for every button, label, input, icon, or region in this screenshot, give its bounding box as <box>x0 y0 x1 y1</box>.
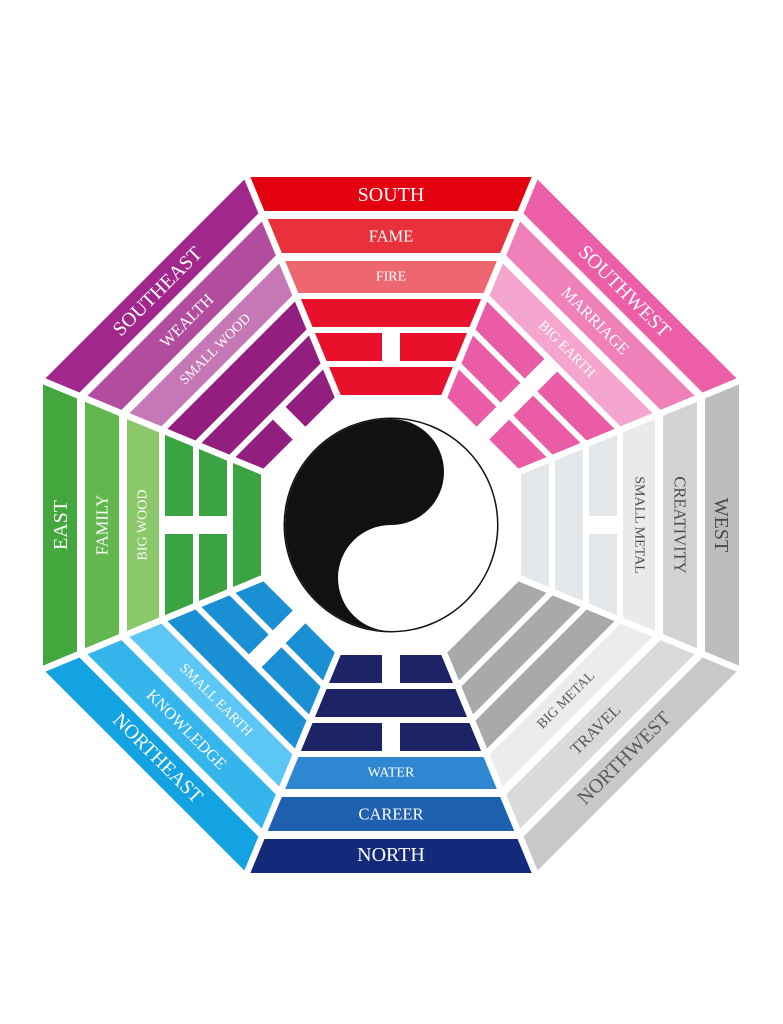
southwest-trigram-line-2-a <box>461 335 521 403</box>
south-label-3: FIRE <box>376 270 406 285</box>
southeast-band-3 <box>129 263 293 427</box>
east-trigram-line-1-a <box>165 534 193 616</box>
south-band-3 <box>285 261 497 293</box>
west-label-2: CREATIVITY <box>671 476 690 573</box>
southwest-band-3 <box>489 263 653 427</box>
east-label-3: BIG WOOD <box>136 490 151 561</box>
north-trigram-line-1-a <box>400 723 482 751</box>
north-trigram-line-3-b <box>329 655 382 683</box>
west-label-3: SMALL METAL <box>632 476 647 574</box>
east-trigram-line-3 <box>233 463 261 587</box>
north-label-1: NORTH <box>357 844 425 866</box>
sector-east: EAST FAMILY BIG WOOD <box>43 384 261 666</box>
northeast-band-1 <box>45 657 259 871</box>
west-label-1: WEST <box>710 498 732 552</box>
southeast-trigram-line-2 <box>201 335 321 455</box>
northeast-band-2 <box>87 640 276 829</box>
southwest-trigram-line-2-b <box>513 395 581 455</box>
south-label-1: SOUTH <box>358 184 425 206</box>
east-trigram-line-2-b <box>199 448 227 516</box>
southeast-band-2 <box>87 221 276 410</box>
north-band-2 <box>267 797 515 831</box>
southeast-trigram-line-1 <box>167 301 307 441</box>
east-trigram-line-1-b <box>165 434 193 516</box>
south-trigram-line-2-b <box>400 333 468 361</box>
east-label-2: FAMILY <box>93 495 112 555</box>
west-trigram-line-3 <box>521 463 549 587</box>
southwest-band-1 <box>523 179 737 393</box>
east-band-2 <box>85 401 119 649</box>
south-trigram-line-2-a <box>314 333 382 361</box>
yin-yang-light-dot <box>375 562 407 594</box>
south-trigram-line-3 <box>329 367 453 395</box>
yin-yang-dark-dot <box>375 456 407 488</box>
northeast-trigram-line-3-a <box>285 623 335 681</box>
southeast-band-1 <box>45 179 259 393</box>
west-trigram-line-1-b <box>589 534 617 616</box>
north-band-1 <box>250 839 532 873</box>
southwest-trigram-line-1-a <box>475 301 545 379</box>
northwest-band-1 <box>523 657 737 871</box>
sector-south: SOUTH FAME FIRE <box>250 177 532 395</box>
west-trigram-line-2 <box>555 448 583 602</box>
north-trigram-line-2 <box>314 689 468 717</box>
north-label-2: CAREER <box>358 805 423 824</box>
west-band-1 <box>705 384 739 666</box>
east-trigram-line-2-a <box>199 534 227 602</box>
west-band-2 <box>663 401 697 649</box>
east-band-1 <box>43 384 77 666</box>
west-band-3 <box>623 419 655 631</box>
north-trigram-line-3-a <box>400 655 453 683</box>
northwest-band-3 <box>489 623 653 787</box>
northwest-trigram-line-3 <box>447 581 547 681</box>
northeast-trigram-line-1 <box>167 609 307 749</box>
north-label-3: WATER <box>368 766 415 781</box>
south-label-2: FAME <box>369 227 414 246</box>
south-band-2 <box>267 219 515 253</box>
north-trigram-line-1-b <box>300 723 382 751</box>
southwest-trigram-line-3-b <box>489 419 547 469</box>
northeast-band-3 <box>129 623 293 787</box>
northwest-trigram-line-2 <box>461 595 581 715</box>
sector-west: WEST CREATIVITY SMALL METAL <box>521 384 739 666</box>
yin-yang-icon <box>281 415 501 635</box>
east-band-3 <box>127 419 159 631</box>
northeast-trigram-line-2-b <box>201 595 269 655</box>
southwest-trigram-line-1-b <box>537 371 615 441</box>
northwest-trigram-line-1 <box>475 609 615 749</box>
east-label-1: EAST <box>50 500 72 550</box>
south-band-1 <box>250 177 532 211</box>
southwest-band-2 <box>506 221 695 410</box>
south-trigram-line-1 <box>300 299 482 327</box>
northwest-band-2 <box>506 640 695 829</box>
west-trigram-line-1-a <box>589 434 617 516</box>
southeast-trigram-line-3-b <box>285 369 335 427</box>
northeast-trigram-line-3-b <box>235 581 293 631</box>
southeast-trigram-line-3-a <box>235 419 293 469</box>
sector-north: NORTH CAREER WATER <box>250 655 532 873</box>
southwest-trigram-line-3-a <box>447 369 497 427</box>
north-band-3 <box>285 757 497 789</box>
northeast-trigram-line-2-a <box>261 647 321 715</box>
